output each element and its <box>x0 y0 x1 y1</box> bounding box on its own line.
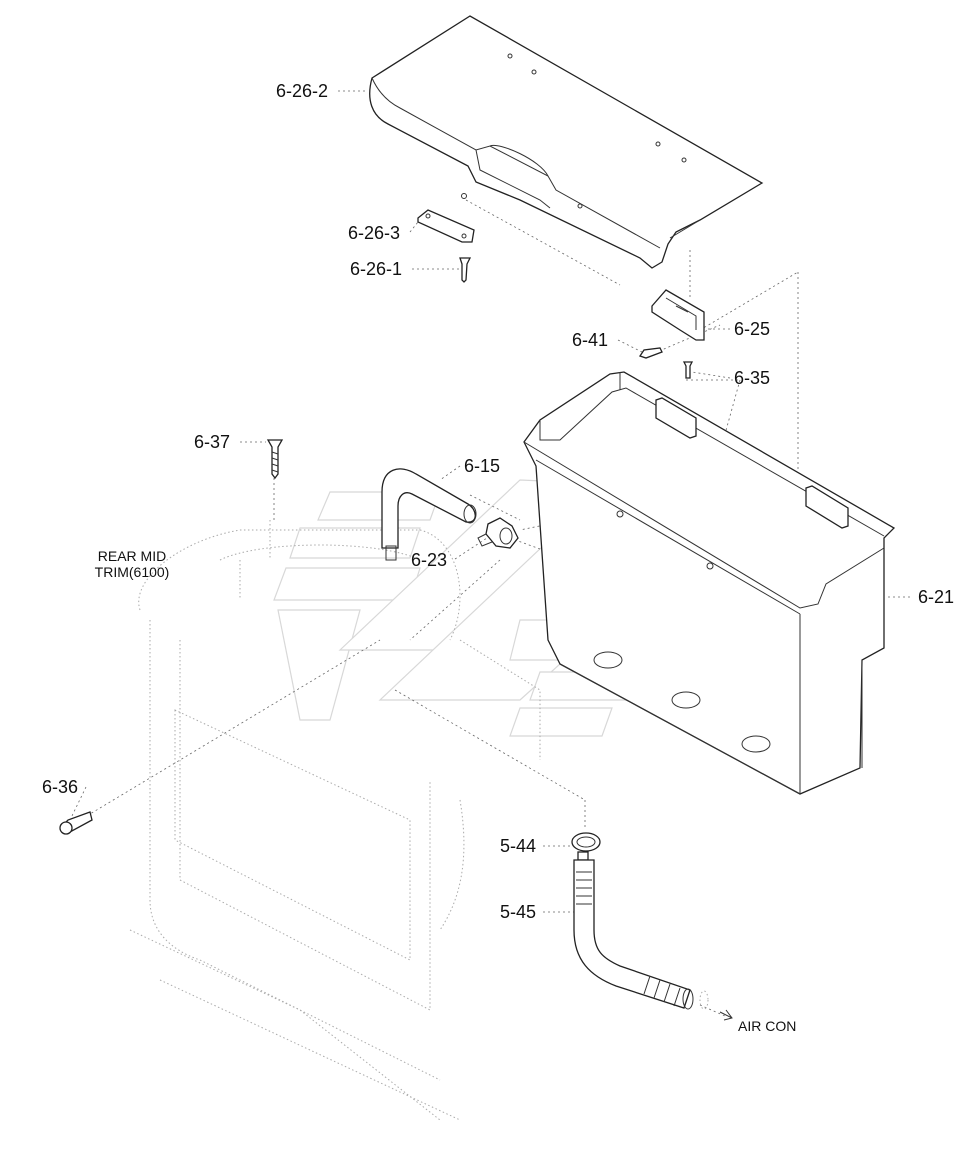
hinge-plate-6-26-3 <box>417 209 475 243</box>
callout-6-41: 6-41 <box>572 330 609 350</box>
leader-lines <box>69 90 912 1017</box>
clamp-6-23 <box>477 517 519 549</box>
rear-mid-trim-line1: REAR MID <box>97 548 167 564</box>
screw-6-41 <box>638 347 663 359</box>
callout-5-44: 5-44 <box>500 836 537 856</box>
hose-clamp-5-44 <box>571 832 601 861</box>
elbow-pipe-5-45 <box>573 859 733 1021</box>
lid-6-26-2 <box>369 15 764 269</box>
latch-bracket-6-25 <box>651 289 705 341</box>
callout-6-26-2: 6-26-2 <box>276 81 329 101</box>
callout-6-26-3: 6-26-3 <box>348 223 401 243</box>
elbow-hose-6-15 <box>381 468 477 561</box>
rear-mid-trim-note: REAR MID TRIM(6100) <box>82 548 182 580</box>
screw-6-35 <box>682 361 694 379</box>
callout-6-35: 6-35 <box>734 368 771 388</box>
rear-mid-trim-line2: TRIM(6100) <box>94 564 170 580</box>
callout-5-45: 5-45 <box>500 902 537 922</box>
callout-6-36: 6-36 <box>42 777 79 797</box>
screw-6-37 <box>266 439 284 480</box>
storage-box-6-21 <box>523 371 896 795</box>
rear-mid-trim-outline <box>129 520 541 1121</box>
callout-6-21: 6-21 <box>918 587 955 607</box>
callout-6-37: 6-37 <box>194 432 231 452</box>
callout-6-25: 6-25 <box>734 319 771 339</box>
callout-6-26-1: 6-26-1 <box>350 259 403 279</box>
air-con-note: AIR CON <box>738 1018 797 1034</box>
callout-6-15: 6-15 <box>464 456 501 476</box>
screw-6-36 <box>59 811 93 835</box>
callout-6-23: 6-23 <box>411 550 448 570</box>
screw-6-26-1 <box>459 257 472 283</box>
